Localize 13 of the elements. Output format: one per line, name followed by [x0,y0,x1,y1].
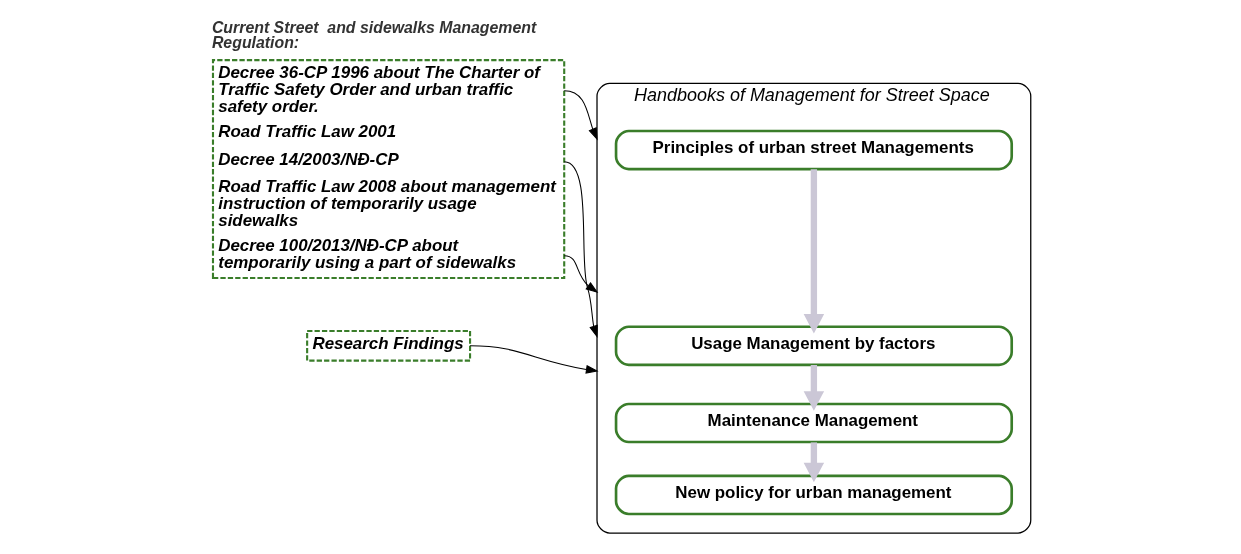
arrow [563,90,598,141]
node-label: Current Street and sidewalks Management Regulation: [211,18,537,52]
node-box: Decree 36-CP 1996 about The Charter of Traffic Safety Order and urban traffic safety order. Road Traffic Law 2001 Decree 14/2003/NĐ-CP Road Traffic Law 2008 about management instruction of temporarily usage sidewalks Decree 100/2013/NĐ-CP about temporarily using a part of sidewalks [211,59,566,280]
node-box: Maintenance Management [614,402,1014,444]
node-box: Usage Management by factors [614,325,1014,367]
arrow [803,442,825,483]
arrow [563,255,599,293]
arrow [563,161,598,339]
node-box: New policy for urban management [614,474,1014,516]
arrow [469,345,599,374]
node-box: Research Findings [306,329,472,362]
arrow [803,169,825,334]
node-box: Principles of urban street Managements [614,129,1014,171]
